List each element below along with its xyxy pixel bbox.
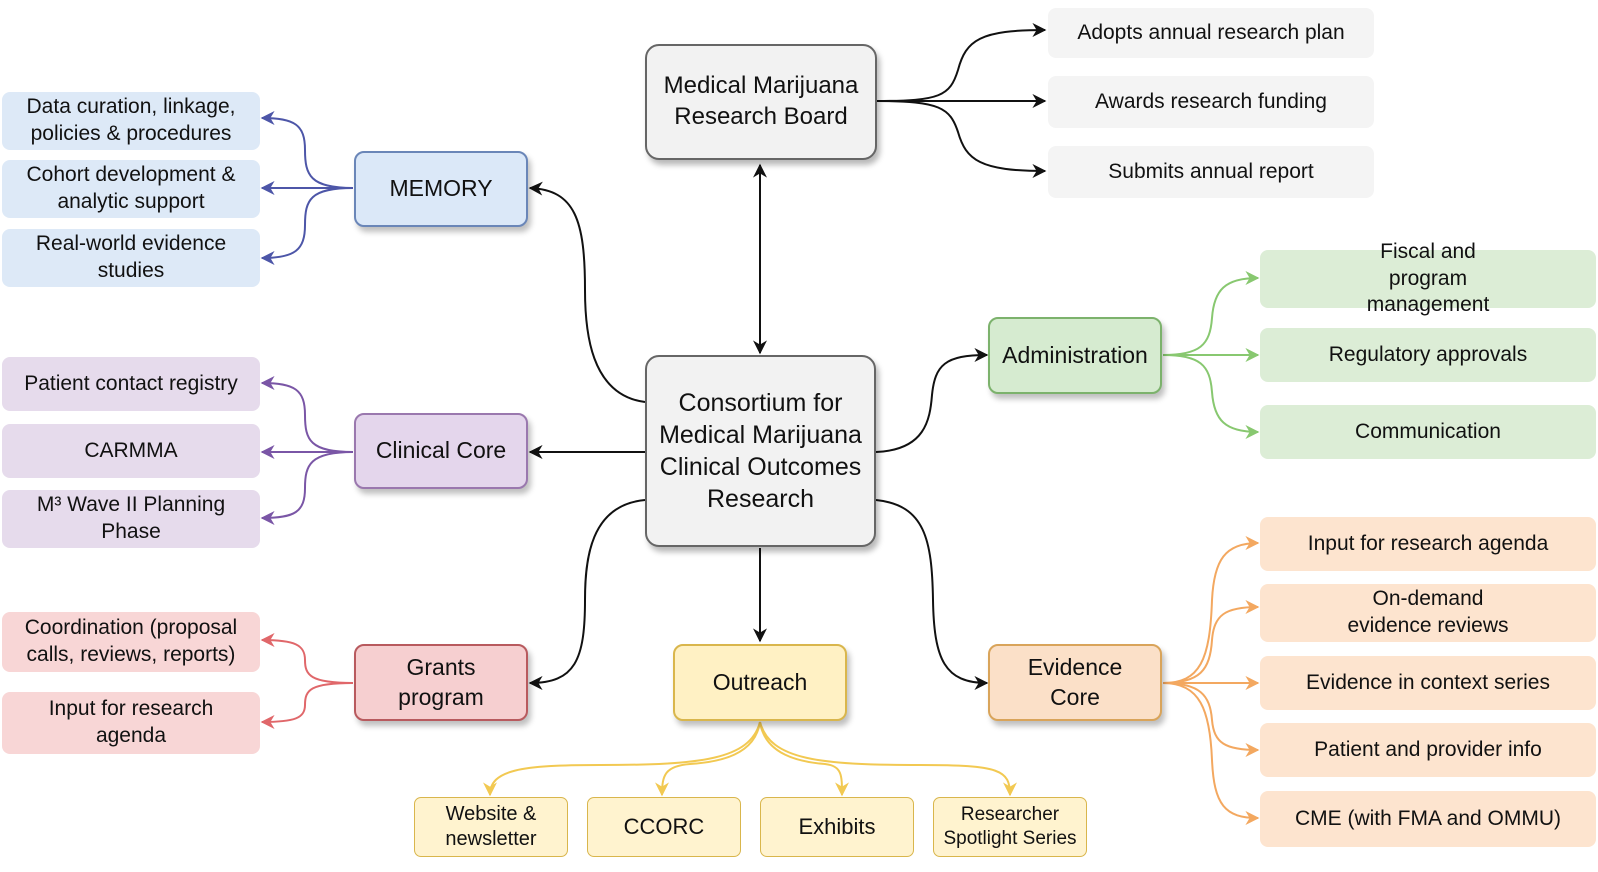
edge-admin-3 xyxy=(1162,354,1260,439)
memory-item[interactable]: Real-world evidence studies xyxy=(2,229,260,287)
evidence-core-node[interactable]: Evidence Core xyxy=(988,644,1162,721)
edge-memory-1 xyxy=(260,111,354,189)
clinical-core-node[interactable]: Clinical Core xyxy=(354,413,528,489)
outreach-item[interactable]: Exhibits xyxy=(760,797,914,857)
edge-consortium-admin xyxy=(875,348,989,453)
clinical-item[interactable]: CARMMA xyxy=(2,424,260,478)
clinical-item[interactable]: M³ Wave II Planning Phase xyxy=(2,490,260,548)
edge-consortium-evidence xyxy=(875,499,989,690)
edge-outreach-4 xyxy=(759,721,1017,797)
outreach-item-label: Researcher Spotlight Series xyxy=(943,804,1077,849)
administration-node[interactable]: Administration xyxy=(988,317,1162,394)
edge-outreach-2 xyxy=(655,721,761,797)
outreach-title: Outreach xyxy=(712,668,808,695)
memory-item[interactable]: Data curation, linkage, policies & proce… xyxy=(2,92,260,150)
admin-item-label: Regulatory approvals xyxy=(1328,342,1528,366)
memory-title: MEMORY xyxy=(389,175,493,202)
evidence-item[interactable]: On-demand evidence reviews xyxy=(1260,584,1596,642)
edge-memory-3 xyxy=(260,187,354,265)
evidence-item[interactable]: Input for research agenda xyxy=(1260,517,1596,571)
research-board-node[interactable]: Medical Marijuana Research Board xyxy=(645,44,877,160)
admin-item-label: Communication xyxy=(1355,419,1501,443)
grants-item-label: Input for research agenda xyxy=(48,697,214,747)
edge-outreach-1 xyxy=(483,721,761,797)
memory-node[interactable]: MEMORY xyxy=(354,151,528,227)
memory-item-label: Data curation, linkage, policies & proce… xyxy=(26,95,236,145)
evidence-item-label: On-demand evidence reviews xyxy=(1347,587,1509,637)
edge-grants-1 xyxy=(260,633,354,684)
evidence-item-label: Patient and provider info xyxy=(1314,737,1542,761)
board-item-label: Submits annual report xyxy=(1108,159,1314,183)
board-item-plan[interactable]: Adopts annual research plan xyxy=(1048,8,1374,58)
edge-evidence-5 xyxy=(1162,682,1260,825)
edge-evidence-4 xyxy=(1162,682,1260,757)
outreach-item-label: Exhibits xyxy=(798,814,876,840)
edge-board-report xyxy=(876,100,1047,178)
admin-item-label: Fiscal and program management xyxy=(1366,239,1490,317)
edge-consortium-grants xyxy=(528,499,646,690)
board-item-label: Awards research funding xyxy=(1095,89,1327,113)
outreach-node[interactable]: Outreach xyxy=(673,644,847,721)
edge-clinical-3 xyxy=(260,451,354,525)
outreach-item[interactable]: Website & newsletter xyxy=(414,797,568,857)
evidence-item-label: Evidence in context series xyxy=(1306,670,1550,694)
admin-item[interactable]: Communication xyxy=(1260,405,1596,459)
admin-item[interactable]: Fiscal and program management xyxy=(1260,240,1596,316)
evidence-item[interactable]: Patient and provider info xyxy=(1260,723,1596,777)
clinical-item-label: CARMMA xyxy=(84,438,178,462)
board-item-report[interactable]: Submits annual report xyxy=(1048,146,1374,198)
grants-item[interactable]: Coordination (proposal calls, reviews, r… xyxy=(2,612,260,672)
edge-board-plan xyxy=(876,23,1047,102)
edge-outreach-3 xyxy=(759,721,849,797)
grants-program-title: Grants program xyxy=(398,654,484,710)
memory-item-label: Cohort development & analytic support xyxy=(26,163,236,213)
evidence-item[interactable]: Evidence in context series xyxy=(1260,656,1596,710)
administration-title: Administration xyxy=(1002,341,1148,368)
edge-consortium-memory xyxy=(528,181,646,403)
evidence-core-title: Evidence Core xyxy=(1027,654,1123,710)
evidence-item[interactable]: CME (with FMA and OMMU) xyxy=(1260,791,1596,847)
consortium-title: Consortium for Medical Marijuana Clinica… xyxy=(659,389,862,513)
clinical-item-label: Patient contact registry xyxy=(24,371,238,395)
edge-grants-2 xyxy=(260,682,354,729)
memory-item-label: Real-world evidence studies xyxy=(35,232,227,282)
evidence-item-label: Input for research agenda xyxy=(1307,531,1549,555)
outreach-item[interactable]: Researcher Spotlight Series xyxy=(933,797,1087,857)
edge-evidence-2 xyxy=(1162,600,1260,684)
grants-item[interactable]: Input for research agenda xyxy=(2,692,260,754)
clinical-item[interactable]: Patient contact registry xyxy=(2,357,260,411)
outreach-item-label: CCORC xyxy=(623,814,705,840)
research-board-title: Medical Marijuana Research Board xyxy=(663,72,859,130)
clinical-item-label: M³ Wave II Planning Phase xyxy=(36,493,226,543)
edge-evidence-1 xyxy=(1162,536,1260,684)
consortium-node[interactable]: Consortium for Medical Marijuana Clinica… xyxy=(645,355,876,547)
edge-admin-1 xyxy=(1162,271,1260,356)
memory-item[interactable]: Cohort development & analytic support xyxy=(2,160,260,218)
board-item-funding[interactable]: Awards research funding xyxy=(1048,76,1374,128)
edge-clinical-1 xyxy=(260,376,354,453)
board-item-label: Adopts annual research plan xyxy=(1077,20,1345,44)
grants-item-label: Coordination (proposal calls, reviews, r… xyxy=(24,616,238,666)
admin-item[interactable]: Regulatory approvals xyxy=(1260,328,1596,382)
outreach-item[interactable]: CCORC xyxy=(587,797,741,857)
outreach-item-label: Website & newsletter xyxy=(445,803,537,850)
grants-program-node[interactable]: Grants program xyxy=(354,644,528,721)
clinical-core-title: Clinical Core xyxy=(375,437,507,464)
evidence-item-label: CME (with FMA and OMMU) xyxy=(1294,806,1562,830)
